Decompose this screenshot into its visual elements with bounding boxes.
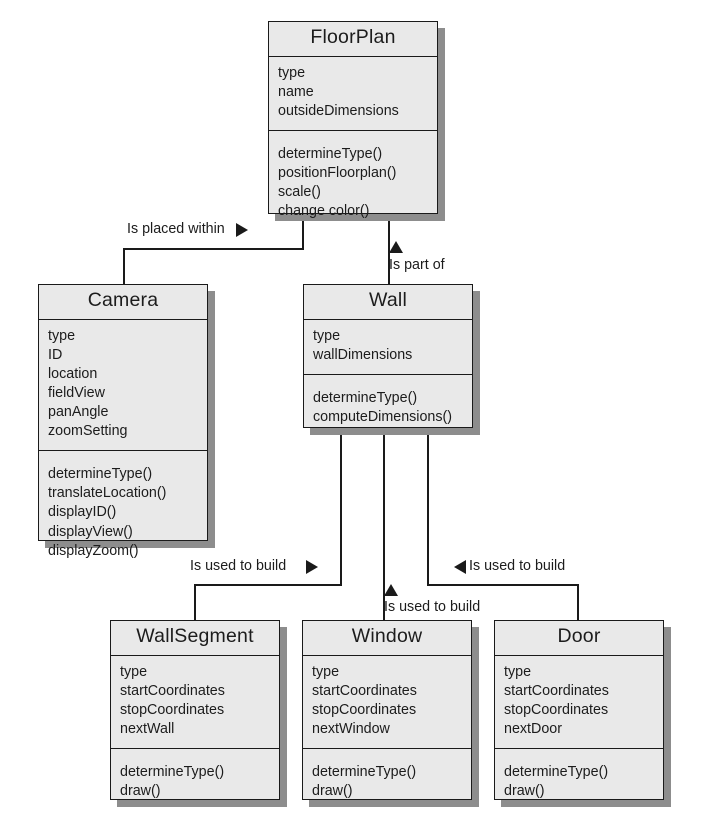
class-attributes-camera: type ID location fieldView panAngle zoom… bbox=[39, 320, 207, 452]
connector-wall-floorplan-vertical bbox=[388, 214, 390, 286]
class-name-floorplan: FloorPlan bbox=[269, 22, 437, 57]
connector-camera-floorplan-horizontal bbox=[123, 248, 304, 250]
class-box-wall[interactable]: Wall type wallDimensions determineType()… bbox=[303, 284, 473, 428]
operation-row: computeDimensions() bbox=[313, 409, 453, 426]
attribute-row: panAngle bbox=[48, 404, 109, 421]
attribute-row: zoomSetting bbox=[48, 423, 128, 440]
operation-row: translateLocation() bbox=[48, 485, 167, 502]
triangle-up-icon-is-part-of bbox=[389, 241, 403, 253]
class-name-door: Door bbox=[495, 621, 663, 656]
class-box-wallsegment[interactable]: WallSegment type startCoordinates stopCo… bbox=[110, 620, 280, 800]
connector-camera-floorplan-vertical-bottom bbox=[123, 248, 125, 286]
class-operations-door: determineType() draw() bbox=[495, 749, 663, 810]
class-box-door[interactable]: Door type startCoordinates stopCoordinat… bbox=[494, 620, 664, 800]
operation-row: determineType() bbox=[313, 389, 418, 406]
class-attributes-door: type startCoordinates stopCoordinates ne… bbox=[495, 656, 663, 750]
connector-wallsegment-wall-vertical-top bbox=[340, 428, 342, 586]
connector-window-wall-vertical bbox=[383, 428, 385, 622]
operation-row: positionFloorplan() bbox=[278, 165, 397, 182]
triangle-up-icon-is-used-to-build-window bbox=[384, 584, 398, 596]
attribute-row: outsideDimensions bbox=[278, 102, 399, 119]
connector-door-wall-vertical-bottom bbox=[577, 584, 579, 622]
edge-label-is-used-to-build-wallsegment: Is used to build bbox=[190, 558, 287, 574]
operation-row: determineType() bbox=[504, 764, 609, 781]
attribute-row: type bbox=[313, 327, 341, 344]
triangle-right-icon-is-placed-within bbox=[236, 223, 248, 237]
operation-row: determineType() bbox=[278, 146, 383, 163]
connector-door-wall-vertical-top bbox=[427, 428, 429, 586]
connector-door-wall-horizontal bbox=[427, 584, 579, 586]
attribute-row: ID bbox=[48, 346, 63, 363]
attribute-row: type bbox=[312, 663, 340, 680]
class-operations-camera: determineType() translateLocation() disp… bbox=[39, 451, 207, 569]
attribute-row: type bbox=[120, 663, 148, 680]
class-name-wall: Wall bbox=[304, 285, 472, 320]
connector-camera-floorplan-vertical-top bbox=[302, 214, 304, 250]
attribute-row: type bbox=[278, 64, 306, 81]
class-attributes-window: type startCoordinates stopCoordinates ne… bbox=[303, 656, 471, 750]
triangle-right-icon-is-used-to-build-wallsegment bbox=[306, 560, 318, 574]
operation-row: scale() bbox=[278, 184, 321, 201]
operation-row: displayZoom() bbox=[48, 542, 139, 559]
attribute-row: nextDoor bbox=[504, 721, 563, 738]
triangle-left-icon-is-used-to-build-door bbox=[454, 560, 466, 574]
attribute-row: type bbox=[504, 663, 532, 680]
operation-row: change color() bbox=[278, 203, 370, 220]
attribute-row: startCoordinates bbox=[312, 682, 417, 699]
class-name-window: Window bbox=[303, 621, 471, 656]
connector-wallsegment-wall-vertical-bottom bbox=[194, 584, 196, 622]
class-box-camera[interactable]: Camera type ID location fieldView panAng… bbox=[38, 284, 208, 559]
operation-row: displayView() bbox=[48, 523, 133, 540]
attribute-row: startCoordinates bbox=[120, 682, 225, 699]
operation-row: determineType() bbox=[312, 764, 417, 781]
attribute-row: stopCoordinates bbox=[504, 701, 609, 718]
class-attributes-wall: type wallDimensions bbox=[304, 320, 472, 375]
operation-row: determineType() bbox=[48, 466, 153, 483]
class-name-camera: Camera bbox=[39, 285, 207, 320]
class-box-floorplan[interactable]: FloorPlan type name outsideDimensions de… bbox=[268, 21, 438, 219]
class-operations-wallsegment: determineType() draw() bbox=[111, 749, 279, 810]
connector-wallsegment-wall-horizontal bbox=[194, 584, 342, 586]
edge-label-is-part-of: Is part of bbox=[389, 257, 445, 273]
operation-row: draw() bbox=[120, 783, 161, 800]
attribute-row: nextWindow bbox=[312, 721, 390, 738]
class-operations-floorplan: determineType() positionFloorplan() scal… bbox=[269, 131, 437, 230]
class-attributes-floorplan: type name outsideDimensions bbox=[269, 57, 437, 132]
attribute-row: name bbox=[278, 83, 314, 100]
class-operations-wall: determineType() computeDimensions() bbox=[304, 375, 472, 436]
attribute-row: wallDimensions bbox=[313, 346, 413, 363]
edge-label-is-used-to-build-door: Is used to build bbox=[469, 558, 566, 574]
operation-row: draw() bbox=[504, 783, 545, 800]
attribute-row: fieldView bbox=[48, 385, 105, 402]
attribute-row: stopCoordinates bbox=[312, 701, 417, 718]
attribute-row: type bbox=[48, 327, 76, 344]
attribute-row: stopCoordinates bbox=[120, 701, 225, 718]
class-attributes-wallsegment: type startCoordinates stopCoordinates ne… bbox=[111, 656, 279, 750]
operation-row: displayID() bbox=[48, 504, 117, 521]
edge-label-is-placed-within: Is placed within bbox=[127, 221, 225, 237]
attribute-row: startCoordinates bbox=[504, 682, 609, 699]
class-name-wallsegment: WallSegment bbox=[111, 621, 279, 656]
class-box-window[interactable]: Window type startCoordinates stopCoordin… bbox=[302, 620, 472, 800]
operation-row: determineType() bbox=[120, 764, 225, 781]
attribute-row: nextWall bbox=[120, 721, 175, 738]
attribute-row: location bbox=[48, 365, 98, 382]
operation-row: draw() bbox=[312, 783, 353, 800]
class-operations-window: determineType() draw() bbox=[303, 749, 471, 810]
edge-label-is-used-to-build-window: Is used to build bbox=[384, 599, 481, 615]
